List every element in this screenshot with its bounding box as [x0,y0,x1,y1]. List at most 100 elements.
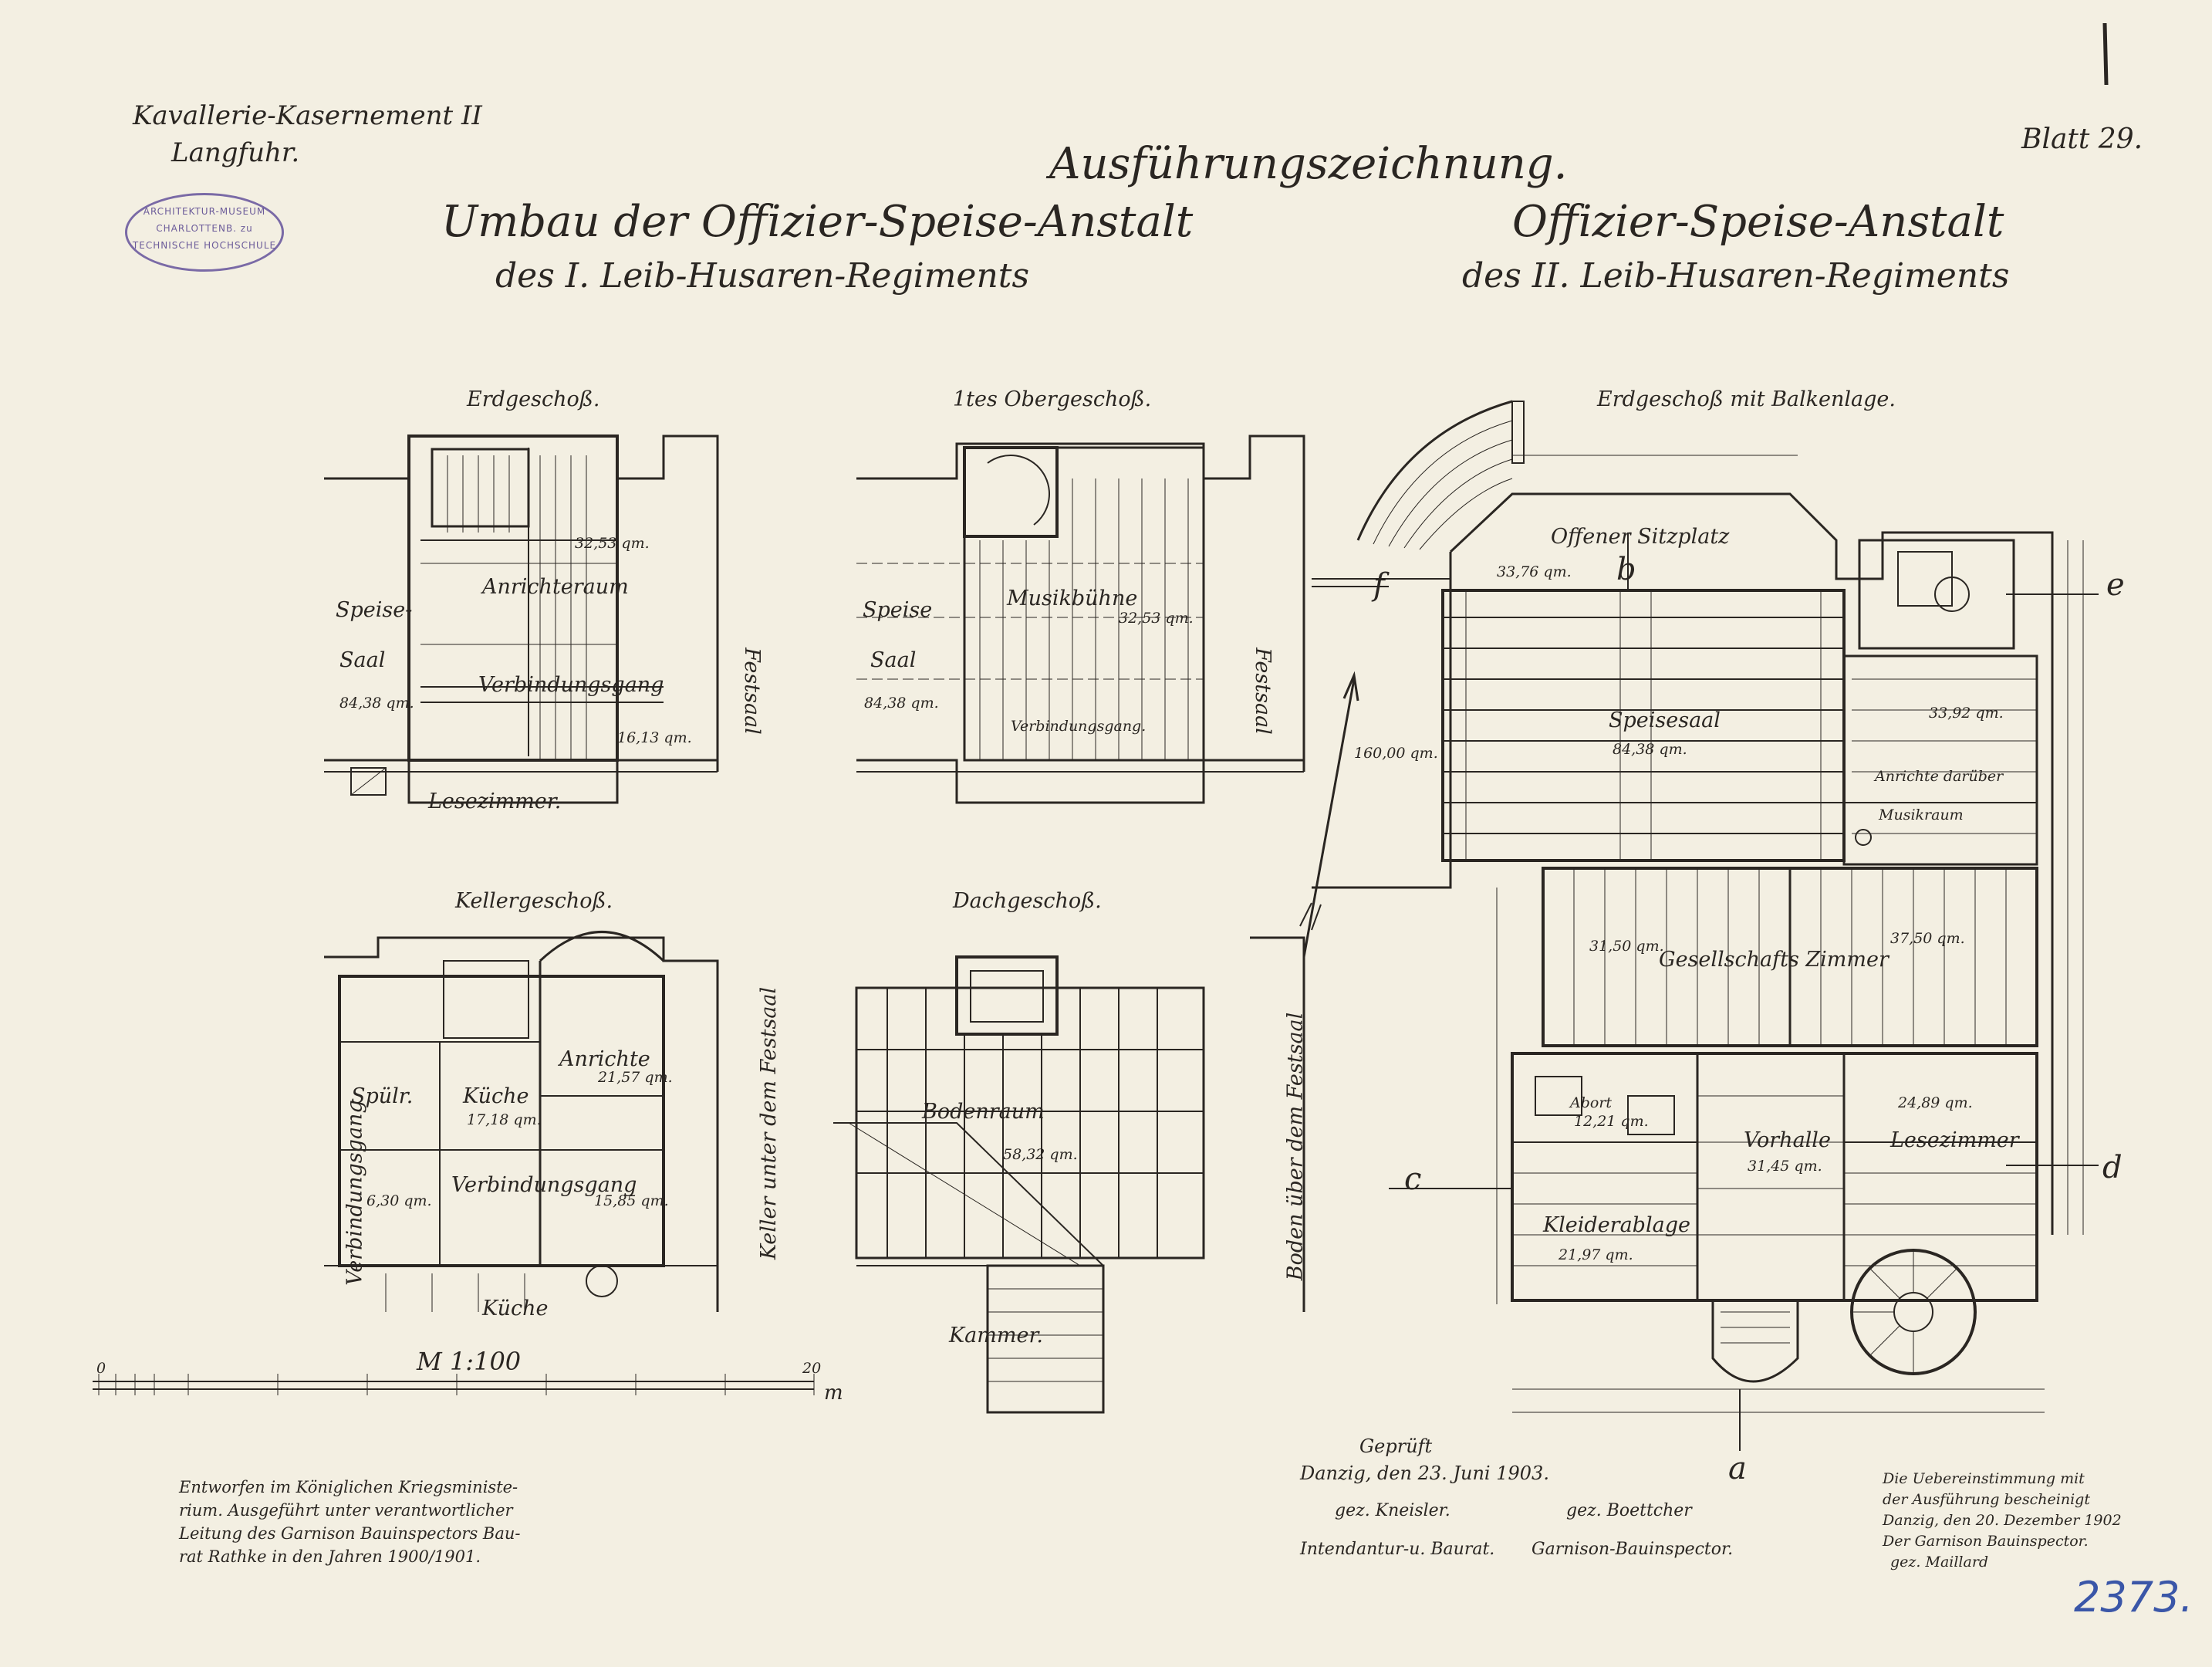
scale-label: M 1:100 [417,1347,522,1376]
footer-center-line: Garnison-Bauinspector. [1532,1540,1734,1559]
footer-center-line: gez. Boettcher [1566,1501,1692,1520]
room-label: Küche [482,1297,549,1320]
section-mark: b [1616,552,1636,587]
footer-right-line: gez. Maillard [1890,1554,1989,1571]
area-label: 58,32 qm. [1003,1146,1078,1163]
room-label: Verbindungsgang [451,1173,637,1197]
room-label: Lesezimmer. [428,790,562,813]
section-mark: d [2102,1150,2123,1185]
left-subtitle: des I. Leib-Husaren-Regiments [495,256,1030,296]
room-label: Boden über dem Festsaal [1283,1012,1308,1281]
stamp-line3: TECHNISCHE HOCHSCHULE [132,240,277,251]
scale-unit: m [824,1381,843,1405]
room-label: Keller unter dem Festsaal [757,986,782,1260]
room-label: Musikbühne [1007,587,1138,610]
dachgeschoss-title: Dachgeschoß. [953,889,1102,913]
room-label: Anrichte [559,1047,650,1071]
footer-center-line: Intendantur-u. Baurat. [1300,1540,1495,1559]
section-mark: f [1373,567,1385,603]
area-label: 12,21 qm. [1574,1113,1649,1130]
left-title: Umbau der Offizier-Speise-Anstalt [441,197,1194,247]
room-label: Bodenraum [922,1100,1045,1124]
room-label: Speise- [336,598,413,622]
stamp-line2: CHARLOTTENB. zu [156,223,253,234]
area-label: 33,76 qm. [1497,563,1572,580]
area-label: 37,50 qm. [1890,930,1965,947]
area-label: 84,38 qm. [864,695,939,712]
area-label: 33,92 qm. [1929,705,2004,722]
header-line2: Langfuhr. [171,137,300,168]
footer-left-line: rat Rathke in den Jahren 1900/1901. [179,1547,481,1566]
kellergeschoss-title: Kellergeschoß. [455,889,613,913]
room-label: Gesellschafts Zimmer [1659,948,1889,972]
area-label: 6,30 qm. [366,1192,432,1209]
room-label: Verbindungsgang. [1011,718,1147,735]
room-label: Kleiderablage [1543,1213,1690,1237]
room-label: Anrichteraum [482,575,629,599]
right-subtitle: des II. Leib-Husaren-Regiments [1462,256,2010,296]
area-label: 21,97 qm. [1559,1246,1633,1263]
footer-right-line: Danzig, den 20. Dezember 1902 [1883,1512,2122,1529]
footer-right-line: der Ausführung bescheinigt [1883,1491,2090,1508]
area-label: 84,38 qm. [339,695,414,712]
area-label: 17,18 qm. [467,1111,542,1128]
footer-center-line: Geprüft [1359,1435,1433,1457]
obergeschoss-title: 1tes Obergeschoß. [953,387,1152,411]
room-label: Abort [1570,1094,1613,1111]
area-label: 16,13 qm. [617,729,692,746]
stamp-line1: ARCHITEKTUR-MUSEUM [143,206,266,217]
footer-left-line: Entworfen im Königlichen Kriegsministe- [179,1478,518,1496]
room-label: Speise [863,598,933,622]
area-label: 31,50 qm. [1589,938,1664,955]
room-label: Anrichte darüber [1875,768,2004,785]
inventory-number: 2373. [2074,1573,2193,1621]
area-label: 31,45 qm. [1748,1158,1822,1175]
footer-left-line: Leitung des Garnison Bauinspectors Bau- [179,1524,521,1543]
footer-center-line: gez. Kneisler. [1335,1501,1450,1520]
sheet-number: Blatt 29. [2021,123,2143,155]
room-label: Vorhalle [1744,1128,1831,1152]
footer-center-line: Danzig, den 23. Juni 1903. [1300,1462,1549,1484]
scale-start: 0 [96,1360,106,1377]
right-title: Offizier-Speise-Anstalt [1512,197,2004,247]
area-label: 21,57 qm. [598,1069,673,1086]
room-label: Lesezimmer [1890,1128,2019,1152]
room-label: Küche [463,1084,529,1108]
area-label: 24,89 qm. [1898,1094,1973,1111]
footer-right-line: Der Garnison Bauinspector. [1883,1533,2089,1550]
area-label: 15,85 qm. [594,1192,669,1209]
scale-bar [93,1374,815,1395]
room-label: Festsaal [1250,648,1275,735]
museum-stamp: ARCHITEKTUR-MUSEUM CHARLOTTENB. zu TECHN… [125,193,284,272]
room-label: Saal [339,648,386,672]
room-label: Speisesaal [1609,708,1721,732]
room-label: Spülr. [351,1084,414,1108]
area-label: 160,00 qm. [1354,745,1438,762]
room-label: Verbindungsgang [343,1100,367,1286]
room-label: Kammer. [949,1324,1043,1347]
room-label: Verbindungsgang [478,673,664,697]
room-label: Saal [870,648,917,672]
plan-obergeschoss [856,435,1305,804]
right-plan-title: Erdgeschoß mit Balkenlage. [1597,387,1896,411]
erdgeschoss-title: Erdgeschoß. [467,387,600,411]
plan-erdgeschoss-balkenlage [1299,400,2099,1451]
section-mark: a [1728,1451,1747,1486]
plan-kellergeschoss [324,931,719,1312]
drawing-type-title: Ausführungszeichnung. [1049,139,1568,189]
section-mark: e [2106,567,2125,603]
plan-dachgeschoss [833,936,1305,1414]
scale-end: 20 [802,1360,822,1377]
footer-right-line: Die Uebereinstimmung mit [1883,1470,2085,1487]
room-label: Musikraum [1879,806,1964,823]
area-label: 32,53 qm. [575,535,650,552]
plan-erdgeschoss [324,435,719,804]
section-mark: c [1404,1161,1422,1197]
room-label: Festsaal [739,648,764,735]
area-label: 32,53 qm. [1119,610,1194,627]
header-line1: Kavallerie-Kasernement II [133,100,482,131]
room-label: Offener Sitzplatz [1551,525,1730,549]
area-label: 84,38 qm. [1613,741,1687,758]
footer-left-line: rium. Ausgeführt unter verantwortlicher [179,1501,513,1520]
